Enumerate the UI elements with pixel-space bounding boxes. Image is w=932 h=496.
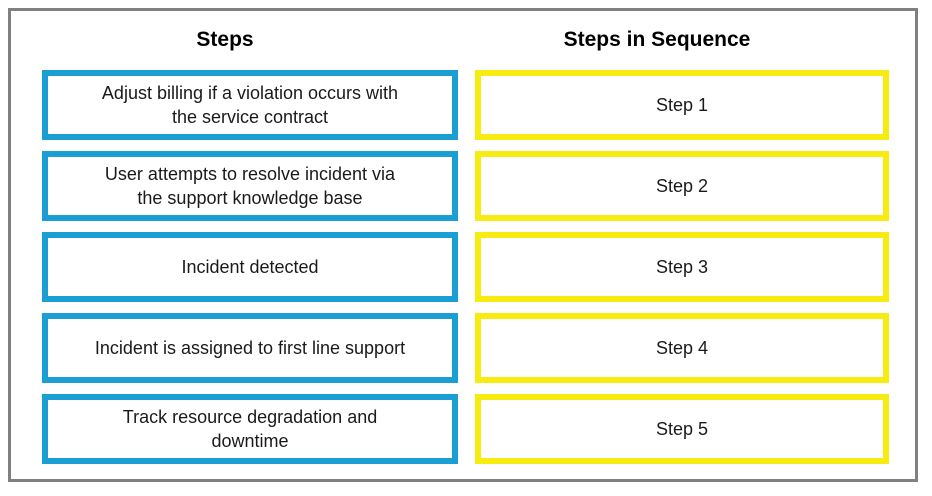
step-option[interactable]: Incident detected <box>42 232 458 302</box>
step-option[interactable]: Incident is assigned to first line suppo… <box>42 313 458 383</box>
step-option-label: Adjust billing if a violation occurs wit… <box>101 82 399 127</box>
sequence-slot-label: Step 5 <box>655 418 709 439</box>
sequence-slot-label: Step 2 <box>655 175 709 196</box>
sequence-slot-label: Step 1 <box>655 94 709 115</box>
step-option-label: Incident detected <box>181 256 319 277</box>
sequence-column-header: Steps in Sequence <box>563 28 751 51</box>
sequence-slot-label: Step 3 <box>655 256 709 277</box>
sequence-slot[interactable]: Step 4 <box>475 313 889 383</box>
sequence-column: Step 1 Step 2 Step 3 Step 4 Step 5 <box>475 70 889 464</box>
sequence-slot[interactable]: Step 3 <box>475 232 889 302</box>
step-option[interactable]: User attempts to resolve incident via th… <box>42 151 458 221</box>
steps-column: Adjust billing if a violation occurs wit… <box>42 70 458 464</box>
sequence-slot[interactable]: Step 1 <box>475 70 889 140</box>
sequence-slot-label: Step 4 <box>655 337 709 358</box>
sequence-slot[interactable]: Step 5 <box>475 394 889 464</box>
step-option-label: User attempts to resolve incident via th… <box>104 163 396 208</box>
steps-column-header: Steps <box>196 28 254 51</box>
sequence-slot[interactable]: Step 2 <box>475 151 889 221</box>
step-option-label: Track resource degradation and downtime <box>122 406 378 451</box>
step-option[interactable]: Track resource degradation and downtime <box>42 394 458 464</box>
step-option-label: Incident is assigned to first line suppo… <box>94 337 406 358</box>
step-option[interactable]: Adjust billing if a violation occurs wit… <box>42 70 458 140</box>
